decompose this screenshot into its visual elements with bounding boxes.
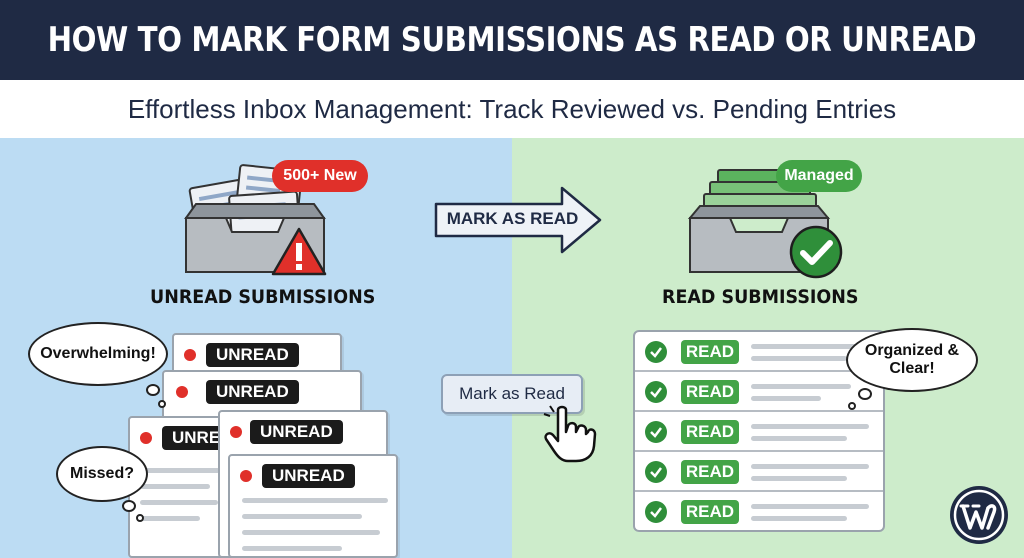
unread-card: UNREAD (228, 454, 398, 558)
unread-dot-icon (176, 386, 188, 398)
unread-heading: UNREAD SUBMISSIONS (150, 286, 376, 308)
read-row[interactable]: READ (635, 412, 883, 452)
warning-icon (271, 227, 327, 276)
unread-dot-icon (184, 349, 196, 361)
read-tag: READ (681, 380, 739, 404)
read-tag: READ (681, 420, 739, 444)
read-tag: READ (681, 460, 739, 484)
read-submissions-list: READ READ READ READ READ (633, 330, 885, 532)
page-title: HOW TO MARK FORM SUBMISSIONS AS READ OR … (47, 20, 977, 60)
check-icon (645, 501, 667, 523)
read-row[interactable]: READ (635, 372, 883, 412)
unread-tag: UNREAD (262, 464, 355, 488)
check-circle-icon (789, 225, 843, 279)
managed-badge: Managed (776, 160, 862, 192)
check-icon (645, 381, 667, 403)
missed-bubble: Missed? (56, 446, 148, 502)
subtitle-bar: Effortless Inbox Management: Track Revie… (0, 80, 1024, 138)
arrow-right-icon (434, 186, 602, 254)
new-count-badge: 500+ New (272, 160, 368, 192)
read-heading: READ SUBMISSIONS (662, 286, 859, 308)
unread-dot-icon (230, 426, 242, 438)
mark-as-read-arrow-label: MARK AS READ (446, 209, 579, 228)
organized-bubble: Organized & Clear! (846, 328, 978, 392)
hand-pointer-icon (543, 404, 597, 463)
page-subtitle: Effortless Inbox Management: Track Revie… (127, 93, 897, 124)
unread-dot-icon (140, 432, 152, 444)
unread-inbox-tray-icon (184, 164, 326, 273)
check-icon (645, 341, 667, 363)
read-tag: READ (681, 500, 739, 524)
overwhelming-bubble: Overwhelming! (28, 322, 168, 386)
wordpress-logo-icon (950, 486, 1008, 544)
read-row[interactable]: READ (635, 492, 883, 532)
check-icon (645, 421, 667, 443)
unread-tag: UNREAD (206, 343, 299, 367)
read-row[interactable]: READ (635, 452, 883, 492)
read-tag: READ (681, 340, 739, 364)
organized-bubble-line1: Organized & (864, 341, 960, 359)
header-bar: HOW TO MARK FORM SUBMISSIONS AS READ OR … (0, 0, 1024, 80)
unread-dot-icon (240, 470, 252, 482)
unread-tag: UNREAD (206, 380, 299, 404)
read-row[interactable]: READ (635, 332, 883, 372)
organized-bubble-line2: Clear! (889, 360, 935, 377)
unread-tag: UNREAD (250, 420, 343, 444)
check-icon (645, 461, 667, 483)
